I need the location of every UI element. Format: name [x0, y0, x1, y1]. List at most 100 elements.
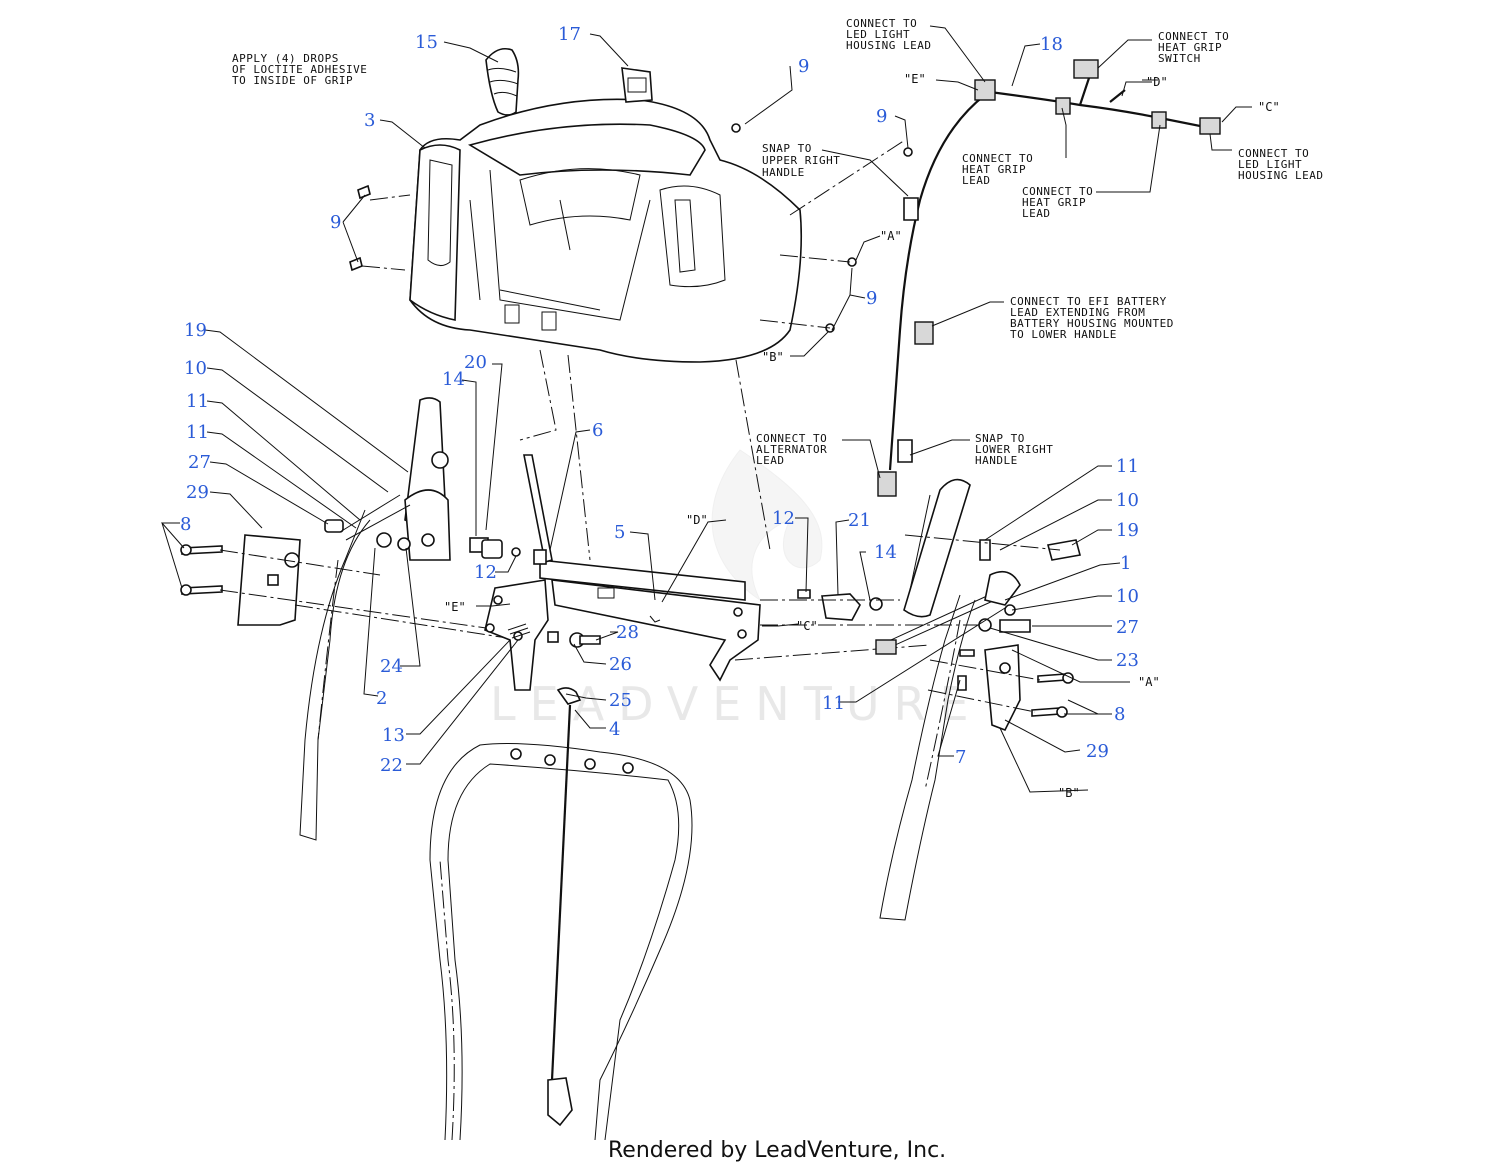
callout-14-left: 14	[442, 369, 465, 390]
right-lower-handle	[879, 594, 976, 921]
svg-text:CONNECT TO: CONNECT TO	[756, 432, 827, 445]
wire-harness	[877, 59, 1221, 497]
callout-25: 25	[609, 690, 632, 711]
svg-text:SWITCH: SWITCH	[1158, 52, 1201, 65]
note-heat-grip-switch: CONNECT TO HEAT GRIP SWITCH	[1158, 30, 1229, 65]
svg-text:BATTERY HOUSING MOUNTED: BATTERY HOUSING MOUNTED	[1010, 317, 1174, 330]
lower-handle-frame	[429, 743, 693, 1141]
callout-13: 13	[382, 725, 405, 746]
svg-text:CONNECT TO: CONNECT TO	[1238, 147, 1309, 160]
callout-11-right: 11	[1116, 456, 1139, 477]
ref-a-top: "A"	[880, 229, 902, 243]
left-bolts	[180, 544, 223, 596]
svg-text:LEAD: LEAD	[962, 174, 991, 187]
callout-23: 23	[1116, 650, 1139, 671]
right-upper-handle	[903, 478, 971, 618]
note-heat-grip-lead-1: CONNECT TO HEAT GRIP LEAD	[962, 152, 1033, 187]
callout-21: 21	[848, 510, 871, 531]
ref-d-center: "D"	[686, 513, 708, 527]
svg-text:OF LOCTITE ADHESIVE: OF LOCTITE ADHESIVE	[232, 63, 367, 76]
callout-5: 5	[614, 522, 625, 543]
callout-7: 7	[955, 747, 966, 768]
svg-text:HOUSING LEAD: HOUSING LEAD	[1238, 169, 1323, 182]
callout-20: 20	[464, 352, 487, 373]
callout-9-top: 9	[798, 56, 809, 77]
svg-text:LEAD: LEAD	[1022, 207, 1051, 220]
ref-c-top: "C"	[1258, 100, 1280, 114]
callout-29-left: 29	[186, 482, 209, 503]
callout-27-left: 27	[188, 452, 211, 473]
callout-8-left: 8	[180, 514, 191, 535]
leader-lines	[160, 25, 1252, 793]
svg-text:CONNECT TO EFI BATTERY: CONNECT TO EFI BATTERY	[1010, 295, 1167, 308]
note-led-housing-top: CONNECT TO LED LIGHT HOUSING LEAD	[846, 17, 931, 52]
svg-text:SNAP TO: SNAP TO	[762, 142, 812, 155]
svg-text:SNAP TO: SNAP TO	[975, 432, 1025, 445]
svg-text:LEAD: LEAD	[756, 454, 785, 467]
callout-22: 22	[380, 755, 403, 776]
callout-10-right-a: 10	[1116, 490, 1139, 511]
chute-rod	[547, 704, 573, 1127]
watermark-text: LEADVENTURE	[490, 677, 983, 731]
svg-text:HANDLE: HANDLE	[975, 454, 1018, 467]
callout-24: 24	[380, 656, 403, 677]
svg-text:ALTERNATOR: ALTERNATOR	[756, 443, 827, 456]
svg-text:APPLY (4) DROPS: APPLY (4) DROPS	[232, 52, 339, 65]
callout-11-left-a: 11	[186, 391, 209, 412]
left-lower-handle	[299, 509, 371, 841]
ref-e-top: "E"	[904, 72, 926, 86]
svg-text:HOUSING LEAD: HOUSING LEAD	[846, 39, 931, 52]
callout-29-right: 29	[1086, 741, 1109, 762]
svg-text:HEAT GRIP: HEAT GRIP	[1158, 41, 1222, 54]
callout-14-center: 14	[874, 542, 897, 563]
svg-text:LED LIGHT: LED LIGHT	[846, 28, 910, 41]
callout-1: 1	[1120, 553, 1131, 574]
callout-17: 17	[558, 24, 581, 45]
cross-bar-hardware	[507, 623, 601, 705]
note-efi-battery: CONNECT TO EFI BATTERY LEAD EXTENDING FR…	[1010, 295, 1174, 341]
note-led-housing-right: CONNECT TO LED LIGHT HOUSING LEAD	[1238, 147, 1323, 182]
svg-text:LEAD EXTENDING FROM: LEAD EXTENDING FROM	[1010, 306, 1145, 319]
callout-6: 6	[592, 420, 603, 441]
svg-text:CONNECT TO: CONNECT TO	[962, 152, 1033, 165]
callout-27-right: 27	[1116, 617, 1139, 638]
svg-text:CONNECT TO: CONNECT TO	[1158, 30, 1229, 43]
callout-10-left: 10	[184, 358, 207, 379]
heat-grip-switch	[621, 67, 653, 103]
ref-e-center: "E"	[444, 600, 466, 614]
console-housing	[409, 98, 803, 363]
ref-c-center: "C"	[796, 619, 818, 633]
letter-references: "E" "D" "C" "A" "B" "D" "E" "C" "A" "B"	[444, 72, 1280, 800]
note-snap-upper-right: SNAP TO UPPER RIGHT HANDLE	[762, 142, 840, 179]
note-alternator: CONNECT TO ALTERNATOR LEAD	[756, 432, 827, 467]
svg-text:TO INSIDE OF GRIP: TO INSIDE OF GRIP	[232, 74, 353, 87]
right-side-plate	[984, 644, 1021, 732]
left-small-parts	[324, 494, 521, 559]
callout-3: 3	[364, 110, 375, 131]
svg-text:HEAT GRIP: HEAT GRIP	[962, 163, 1026, 176]
svg-text:UPPER RIGHT: UPPER RIGHT	[762, 154, 840, 167]
callout-28: 28	[616, 622, 639, 643]
callout-10-right-b: 10	[1116, 586, 1139, 607]
callout-12-center: 12	[772, 508, 795, 529]
shift-rod	[523, 454, 553, 565]
svg-text:LED LIGHT: LED LIGHT	[1238, 158, 1302, 171]
left-upper-handle	[404, 397, 451, 561]
footer-credit: Rendered by LeadVenture, Inc.	[608, 1138, 946, 1163]
svg-text:CONNECT TO: CONNECT TO	[1022, 185, 1093, 198]
callout-11-left-b: 11	[186, 422, 209, 443]
svg-text:HANDLE: HANDLE	[762, 166, 805, 179]
callout-11-bottom: 11	[822, 693, 845, 714]
note-loctite: APPLY (4) DROPS OF LOCTITE ADHESIVE TO I…	[232, 52, 367, 87]
svg-text:LOWER RIGHT: LOWER RIGHT	[975, 443, 1053, 456]
callout-9-snap: 9	[876, 106, 887, 127]
callout-19-right: 19	[1116, 520, 1139, 541]
callout-8-right: 8	[1114, 704, 1125, 725]
svg-text:CONNECT TO: CONNECT TO	[846, 17, 917, 30]
svg-text:HEAT GRIP: HEAT GRIP	[1022, 196, 1086, 209]
center-parts	[797, 589, 883, 621]
callout-9-right: 9	[866, 288, 877, 309]
callout-18: 18	[1040, 34, 1063, 55]
